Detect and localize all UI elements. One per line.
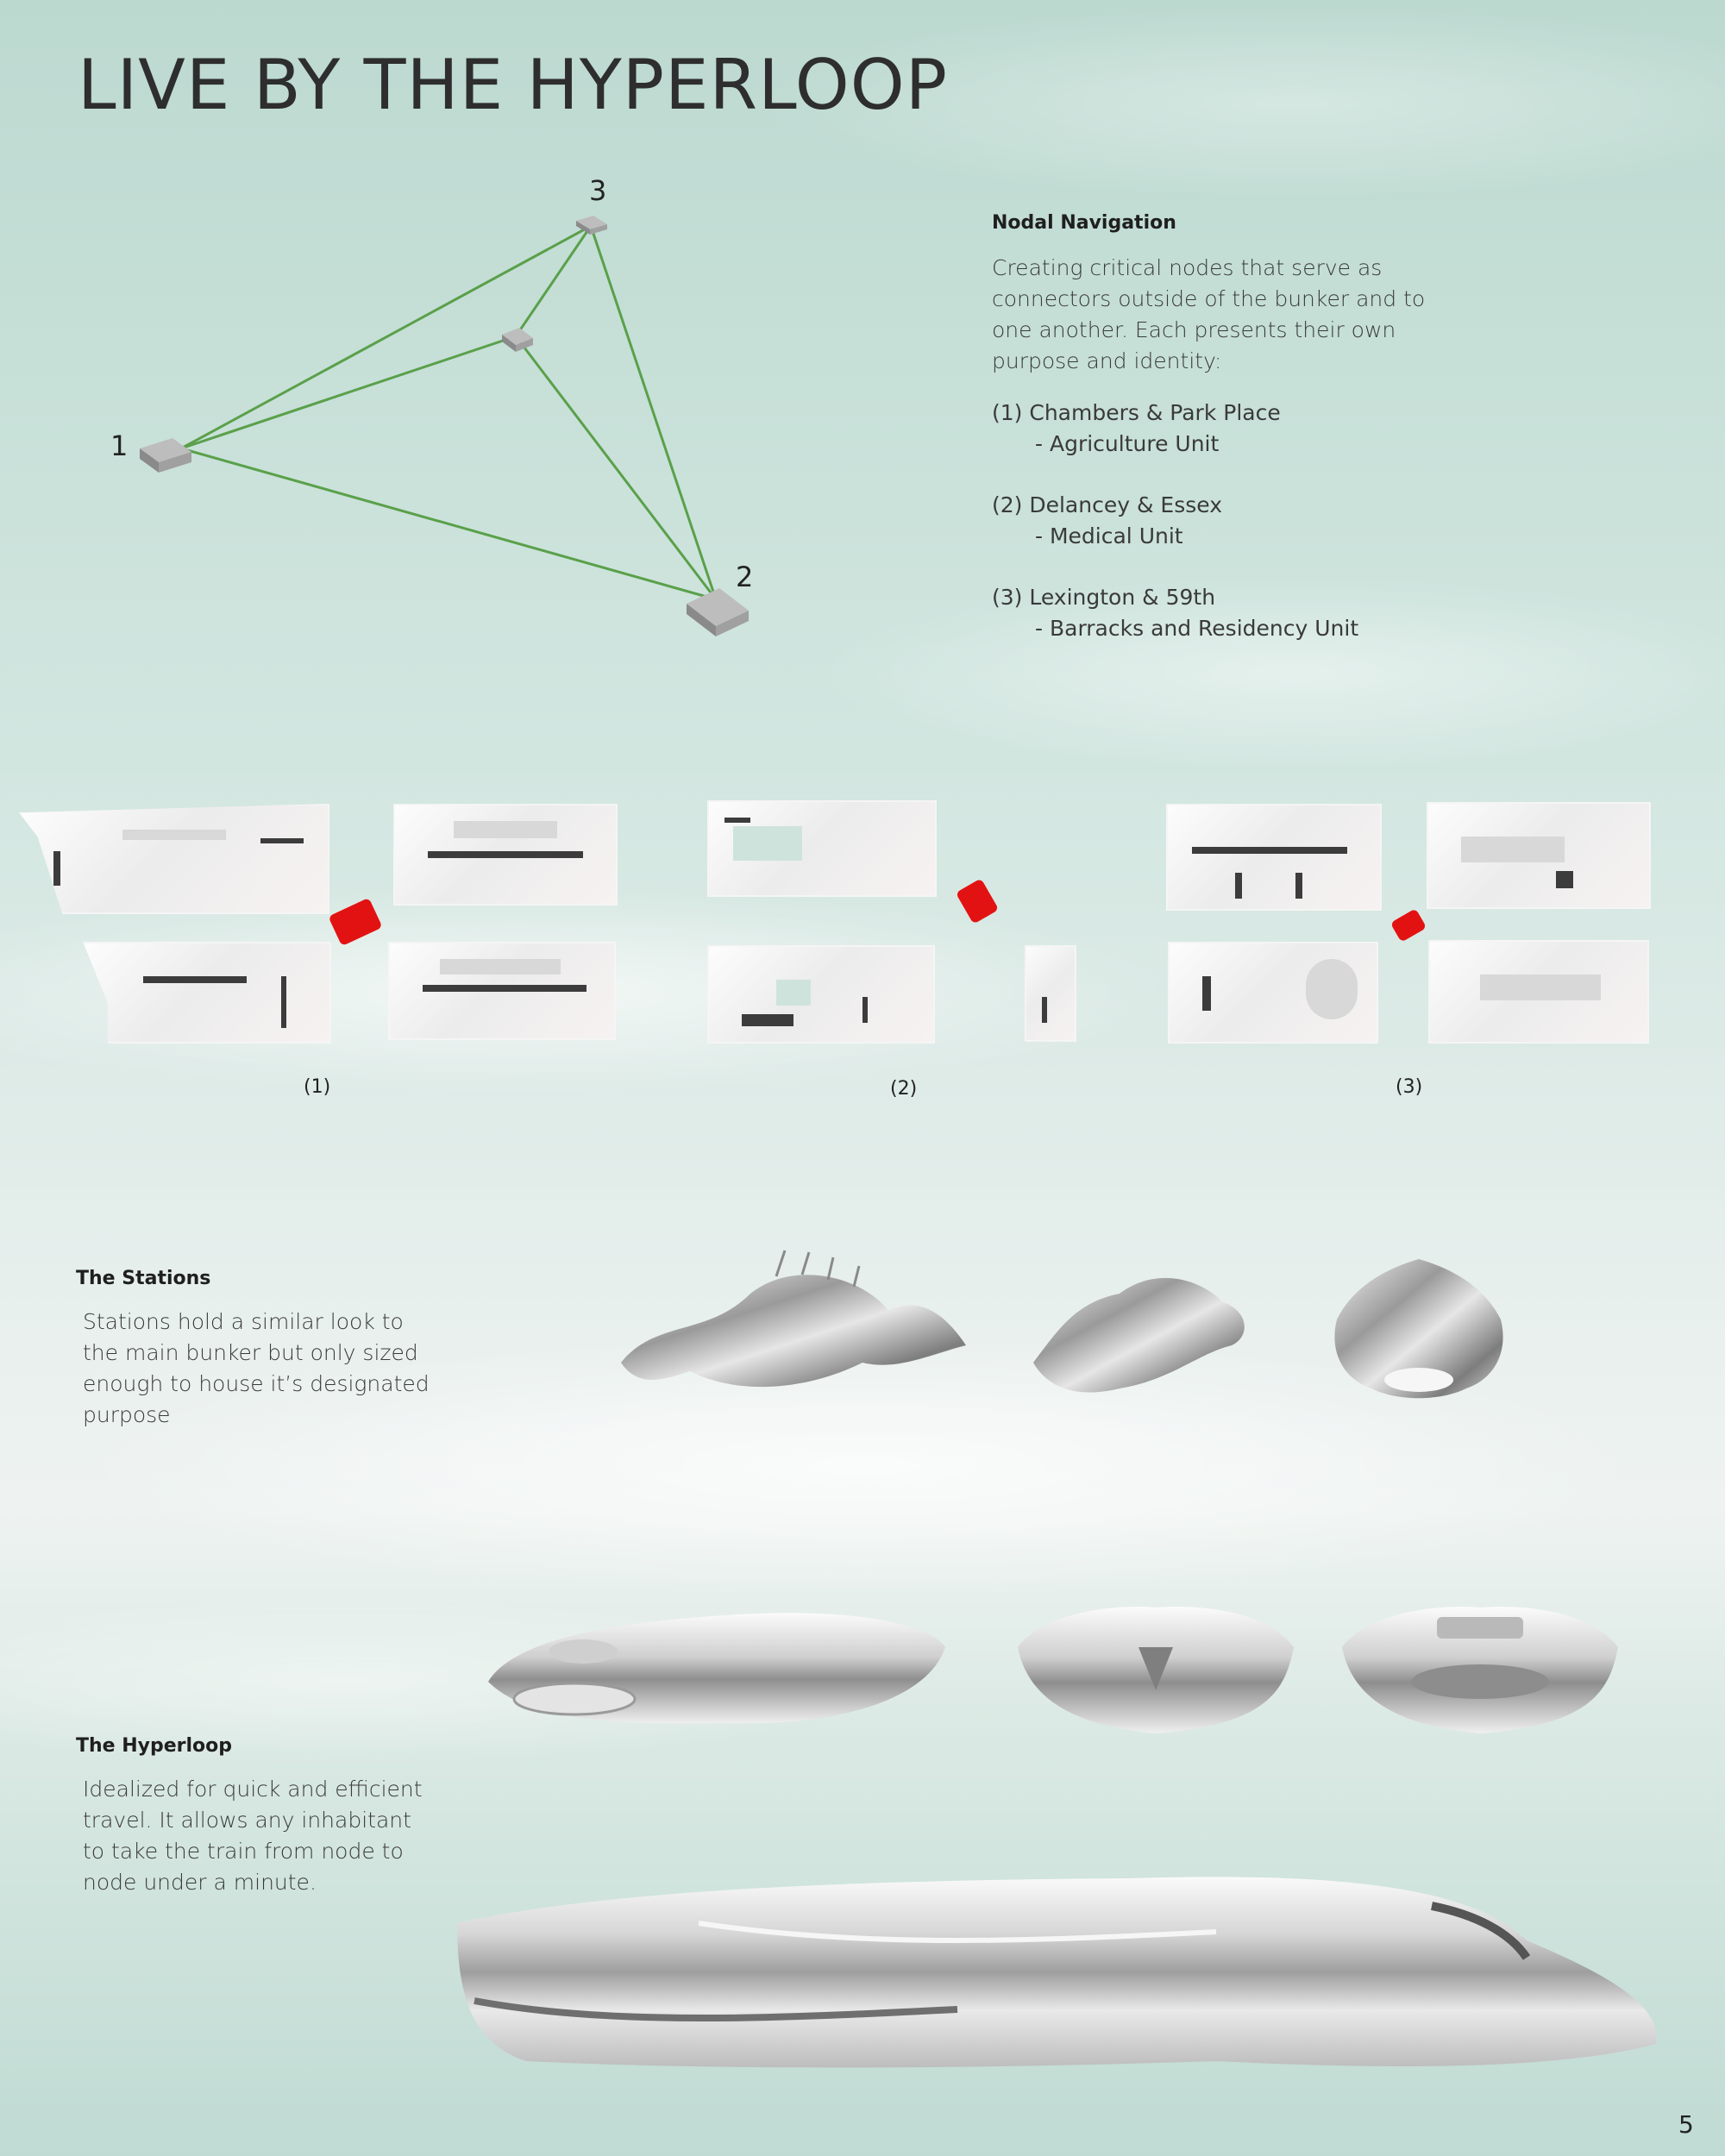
node-3-box [576,216,607,235]
link-1-2 [180,447,717,601]
node-label-1: 1 [110,429,129,462]
node-list-item: (2) Delancey & Essex - Medical Unit [992,490,1458,552]
plan-3-block-sw [1168,942,1378,1044]
node-unit: - Barracks and Residency Unit [1035,616,1359,641]
plan-1-block-nw [19,804,329,914]
hyperloop-description: Idealized for quick and efficient travel… [83,1777,423,1895]
node-2-box [687,588,749,636]
node-1-box [140,438,191,473]
station-render-side [621,1250,966,1388]
hyperloop-render-large [457,1877,1657,2068]
plan-2-block-small [1025,945,1076,1042]
node-name: (3) Lexington & 59th [992,585,1216,610]
nodal-navigation-heading: Nodal Navigation [992,212,1176,234]
plan-label-1: (1) [304,1076,331,1098]
plan-3-block-ne [1427,802,1651,909]
node-center-box [502,328,533,352]
site-plans-row [0,793,1725,1069]
node-unit: - Agriculture Unit [1035,431,1220,456]
plan-1-block-ne [393,804,618,906]
link-1-center [180,335,517,450]
node-list-item: (3) Lexington & 59th - Barracks and Resi… [992,582,1458,644]
plan-3-station-marker [1389,908,1427,943]
hyperloop-render-front [1018,1607,1294,1733]
hyperloop-heading: The Hyperloop [76,1735,233,1757]
nodal-navigation-description: Creating critical nodes that serve as co… [992,255,1426,373]
plan-1-block-se [388,942,616,1040]
stations-heading: The Stations [76,1268,211,1289]
plan-2-station-marker [955,878,1000,924]
node-label-3: 3 [589,174,607,207]
link-3-center [514,225,593,337]
plan-3-block-se [1428,940,1649,1044]
link-center-2 [514,335,718,600]
page-number: 5 [1678,2110,1694,2139]
node-label-2: 2 [736,561,754,593]
plan-label-2: (2) [890,1078,918,1100]
station-render-front [1334,1259,1503,1399]
plan-3-block-nw [1166,804,1382,911]
link-1-3 [180,224,592,450]
node-unit: - Medical Unit [1035,523,1183,548]
plan-2-block-s [707,945,935,1044]
plan-1-block-sw [83,942,331,1044]
plan-label-3: (3) [1396,1076,1423,1098]
plan-2-block-n [707,800,937,897]
hyperloop-render-rear [1342,1607,1618,1733]
stations-description: Stations hold a similar look to the main… [83,1309,430,1427]
node-list: (1) Chambers & Park Place - Agriculture … [992,398,1458,644]
node-name: (1) Chambers & Park Place [992,400,1281,425]
node-name: (2) Delancey & Essex [992,492,1222,517]
hyperloop-render-side [488,1613,945,1724]
nodal-navigation-section: Nodal Navigation Creating critical nodes… [992,212,1458,644]
plan-1-station-marker [328,897,383,947]
link-3-2 [589,225,718,600]
node-list-item: (1) Chambers & Park Place - Agriculture … [992,398,1458,460]
node-network-diagram [140,216,749,636]
station-render-angle [1033,1277,1245,1393]
stations-section: The Stations Stations hold a similar loo… [76,1268,438,1431]
hyperloop-section: The Hyperloop Idealized for quick and ef… [76,1735,438,1898]
page-title: LIVE BY THE HYPERLOOP [78,45,948,125]
